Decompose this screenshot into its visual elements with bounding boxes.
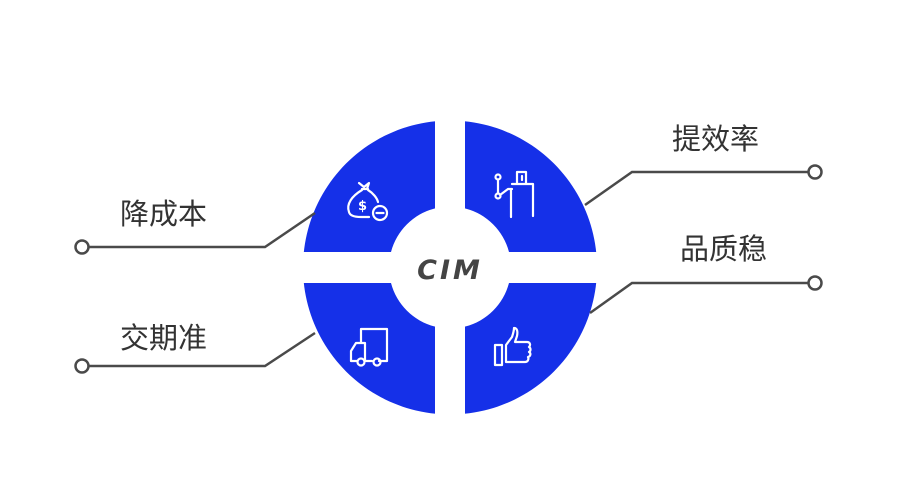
- connector-cost: [88, 211, 316, 249]
- connector-dot-efficiency: [807, 164, 823, 180]
- connector-dot-cost: [74, 239, 90, 255]
- truck-icon: [349, 327, 389, 367]
- label-delivery: 交期准: [120, 321, 207, 355]
- money-bag-minus-icon: $: [347, 181, 389, 222]
- connector-delivery: [88, 331, 316, 368]
- center-label: CIM: [417, 255, 483, 286]
- quadrant-delivery: [303, 283, 435, 415]
- thumbs-up-icon: [493, 326, 532, 367]
- person-workflow-icon: [494, 170, 535, 219]
- label-quality: 品质稳: [680, 232, 767, 266]
- svg-text:$: $: [358, 199, 367, 214]
- label-cost: 降成本: [120, 197, 207, 231]
- label-efficiency: 提效率: [672, 122, 759, 156]
- quadrant-quality: [465, 283, 598, 415]
- connector-efficiency: [584, 170, 809, 207]
- connector-dot-delivery: [74, 358, 90, 374]
- connector-dot-quality: [807, 275, 823, 291]
- connector-quality: [589, 281, 809, 315]
